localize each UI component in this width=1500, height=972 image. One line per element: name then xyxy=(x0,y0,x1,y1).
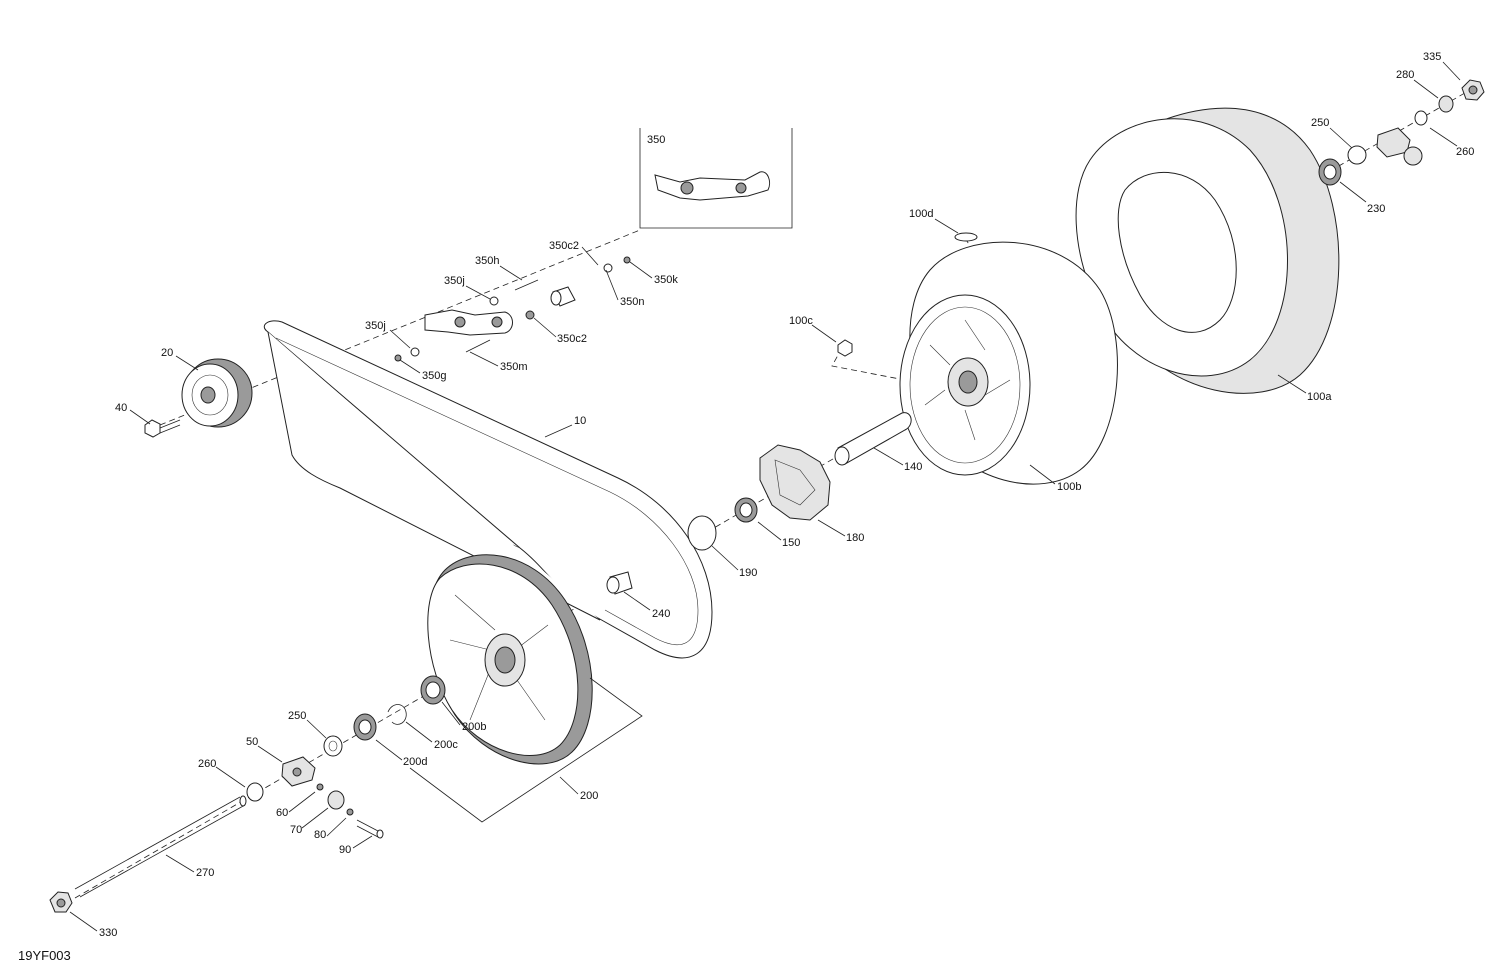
label-270: 270 xyxy=(196,867,214,879)
label-350g: 350g xyxy=(422,370,446,382)
label-180: 180 xyxy=(846,532,864,544)
label-335: 335 xyxy=(1423,51,1441,63)
label-250-front: 250 xyxy=(288,710,306,722)
nut-350c2 xyxy=(525,310,535,320)
label-250-rear: 250 xyxy=(1311,117,1329,129)
bearing-150 xyxy=(734,497,758,523)
axle-nut-330 xyxy=(49,891,73,913)
label-90: 90 xyxy=(339,844,351,856)
bearing-200d xyxy=(353,713,377,741)
cush-drive-damper xyxy=(759,444,831,521)
axis-100c xyxy=(831,347,906,381)
spacer-350c2 xyxy=(550,286,576,307)
callout-labels: 335 280 250 260 230 350 100d 350c2 350h … xyxy=(18,51,1474,963)
o-ring-100d xyxy=(954,232,978,242)
label-350h: 350h xyxy=(475,255,499,267)
label-200: 200 xyxy=(580,790,598,802)
nut-70 xyxy=(327,790,345,810)
label-350c2-bottom: 350c2 xyxy=(557,333,587,345)
adjuster-block-50 xyxy=(281,756,316,787)
bearing-200b xyxy=(420,675,446,705)
part-60 xyxy=(316,783,324,791)
label-100d: 100d xyxy=(909,208,933,220)
label-350n: 350n xyxy=(620,296,644,308)
label-70: 70 xyxy=(290,824,302,836)
label-190: 190 xyxy=(739,567,757,579)
nut-350g xyxy=(394,354,402,362)
adjuster-block-rear xyxy=(1376,127,1423,166)
valve-100c xyxy=(837,339,853,357)
inset-350 xyxy=(639,128,793,229)
footrest-bracket xyxy=(424,309,513,336)
washer-260-rear xyxy=(1414,110,1428,126)
label-100a: 100a xyxy=(1307,391,1332,403)
spacer-250-rear xyxy=(1347,145,1367,165)
rear-sprocket xyxy=(427,554,593,765)
label-10: 10 xyxy=(574,415,586,427)
bolt-350m xyxy=(465,339,491,353)
nut-350k xyxy=(623,256,631,264)
label-230: 230 xyxy=(1367,203,1385,215)
label-200b: 200b xyxy=(462,721,486,733)
idler-bolt xyxy=(144,419,181,438)
figure-id: 19YF003 xyxy=(18,948,71,963)
washer-350j-top xyxy=(489,296,499,306)
tire xyxy=(1075,107,1340,394)
label-280: 280 xyxy=(1396,69,1414,81)
bearing-230 xyxy=(1318,158,1342,186)
label-140: 140 xyxy=(904,461,922,473)
axle-nut-335 xyxy=(1461,79,1485,101)
drive-belt xyxy=(263,320,713,659)
spacer-250-front xyxy=(323,735,343,757)
spacer-tube xyxy=(834,412,912,466)
idler-pulley xyxy=(181,358,253,428)
bracket-200 xyxy=(409,677,643,823)
label-200c: 200c xyxy=(434,739,458,751)
bolt-350h xyxy=(514,279,539,291)
part-80 xyxy=(346,808,354,816)
o-ring-190 xyxy=(687,515,717,551)
axis-idler xyxy=(159,229,641,426)
label-350j-bottom: 350j xyxy=(365,320,386,332)
label-330: 330 xyxy=(99,927,117,939)
label-350: 350 xyxy=(647,134,665,146)
leader-lines xyxy=(69,61,1461,932)
label-60: 60 xyxy=(276,807,288,819)
axle xyxy=(74,795,247,898)
washer-350n xyxy=(603,263,613,273)
label-50: 50 xyxy=(246,736,258,748)
washer-280 xyxy=(1438,95,1454,113)
washer-350j-bottom xyxy=(410,347,420,357)
label-100b: 100b xyxy=(1057,481,1081,493)
washer-260-front xyxy=(246,782,264,802)
label-350k: 350k xyxy=(654,274,678,286)
label-350m: 350m xyxy=(500,361,528,373)
label-80: 80 xyxy=(314,829,326,841)
label-260-rear: 260 xyxy=(1456,146,1474,158)
label-20: 20 xyxy=(161,347,173,359)
label-40: 40 xyxy=(115,402,127,414)
label-350j-top: 350j xyxy=(444,275,465,287)
label-200d: 200d xyxy=(403,756,427,768)
bolt-90 xyxy=(356,819,384,839)
label-240: 240 xyxy=(652,608,670,620)
label-150: 150 xyxy=(782,537,800,549)
circlip-200c xyxy=(387,704,407,725)
label-100c: 100c xyxy=(789,315,813,327)
spacer-240 xyxy=(606,571,633,595)
label-260-front: 260 xyxy=(198,758,216,770)
wheel-rim xyxy=(899,241,1118,485)
label-350c2-top: 350c2 xyxy=(549,240,579,252)
